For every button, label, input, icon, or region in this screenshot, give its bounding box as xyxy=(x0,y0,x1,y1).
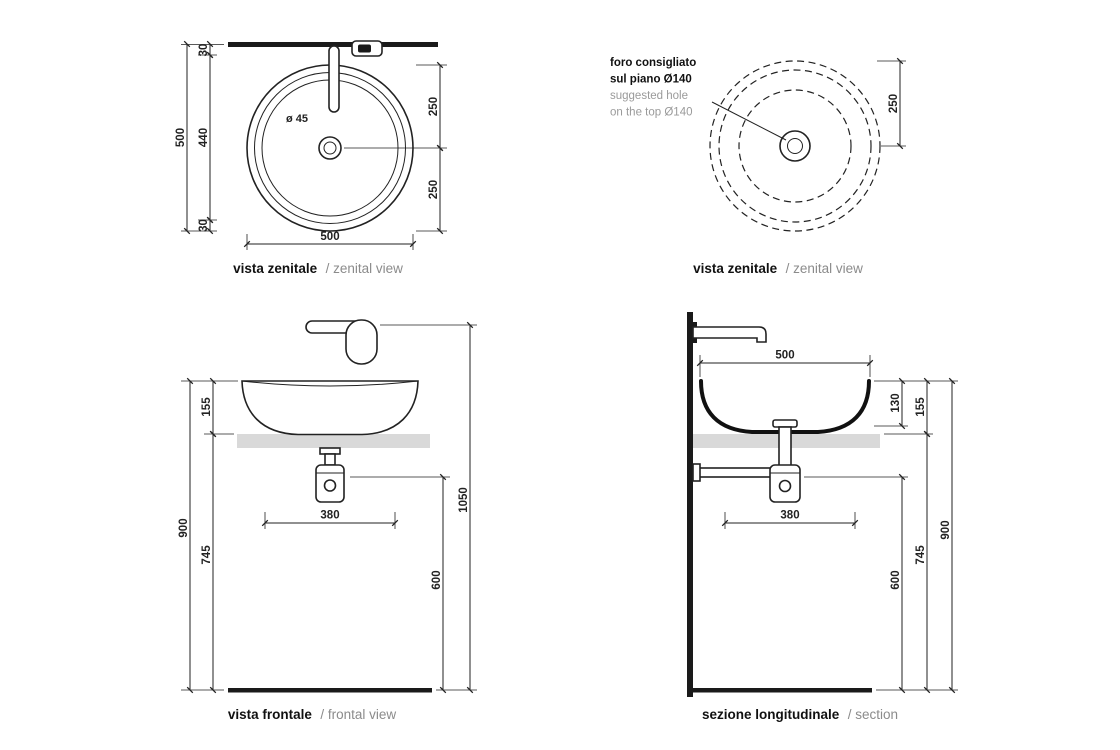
caption-rest: / zenital view xyxy=(326,261,404,276)
basin-front-view xyxy=(241,380,419,436)
caption-bold: vista zenitale xyxy=(693,261,778,276)
dim-label-250-bottom: 250 xyxy=(428,180,440,199)
faucet-top-view xyxy=(328,40,383,113)
dashed-circle-inner xyxy=(738,89,852,203)
dim-label-155: 155 xyxy=(201,397,213,417)
fr-extension-lines xyxy=(181,324,477,691)
dim-label-155: 155 xyxy=(915,397,927,417)
view-zenital-left: ø 45 500 30 440 30 250 250 500 xyxy=(175,40,447,277)
sc-dimension-lines xyxy=(696,359,956,694)
floor-line xyxy=(687,688,872,693)
dim-label-30-top: 30 xyxy=(198,44,210,57)
view-section: 500 130 600 155 745 900 380 sezione long… xyxy=(687,312,958,723)
faucet-section xyxy=(692,322,767,343)
dashed-circle-outer xyxy=(709,60,881,232)
drain-collar xyxy=(319,447,341,455)
wall-escutcheon xyxy=(692,463,701,482)
floor-line xyxy=(228,688,432,693)
note-en-line2: on the top Ø140 xyxy=(610,107,692,119)
note-en-line1: suggested hole xyxy=(610,90,688,102)
bottle-trap xyxy=(315,464,345,503)
suggested-hole-outer xyxy=(779,130,811,162)
wall-section xyxy=(687,312,693,697)
drain-pipe xyxy=(324,453,336,466)
caption-bold: vista frontale xyxy=(228,707,313,722)
dim-label-130: 130 xyxy=(890,393,902,412)
note-it-line1: foro consigliato xyxy=(610,57,696,69)
dashed-circle-middle xyxy=(718,69,872,223)
caption-zenital-right: vista zenitale / zenital view xyxy=(693,260,863,277)
dim-label-500: 500 xyxy=(775,350,794,362)
dim-label-600: 600 xyxy=(431,570,443,589)
caption-section: sezione longitudinale / section xyxy=(702,706,898,723)
suggested-hole-inner xyxy=(787,138,803,154)
bottle-trap xyxy=(769,464,801,503)
view-frontal: 900 155 745 600 1050 380 vista frontale … xyxy=(178,319,477,723)
countertop xyxy=(237,434,430,448)
drain-diameter-label: ø 45 xyxy=(286,113,308,125)
zl-extension-lines xyxy=(181,44,447,250)
basin-dashed-outline xyxy=(709,60,881,232)
drain-trap-section xyxy=(692,419,801,503)
dim-label-900: 900 xyxy=(178,518,190,537)
view-zenital-right: foro consigliato sul piano Ø140 suggeste… xyxy=(610,57,906,277)
dim-label-380: 380 xyxy=(780,510,799,522)
dim-label-900: 900 xyxy=(940,520,952,539)
caption-frontal: vista frontale / frontal view xyxy=(228,706,397,723)
waste-flange xyxy=(772,419,798,428)
faucet-spout xyxy=(328,45,340,113)
basin-outline xyxy=(241,380,419,436)
faucet-front-view xyxy=(305,319,378,365)
dim-label-500-bottom: 500 xyxy=(320,231,339,243)
drain-outer xyxy=(318,136,342,160)
dim-label-250-top: 250 xyxy=(428,97,440,116)
dim-label-600: 600 xyxy=(890,570,902,589)
dim-label-1050: 1050 xyxy=(458,487,470,513)
zl-dimension-lines xyxy=(183,40,444,248)
dim-label-745: 745 xyxy=(201,545,213,565)
caption-bold: sezione longitudinale xyxy=(702,707,840,722)
note-it-line2: sul piano Ø140 xyxy=(610,74,692,86)
caption-rest: / section xyxy=(848,707,898,722)
waste-pipe xyxy=(778,426,792,467)
dim-label-250: 250 xyxy=(888,94,900,113)
dim-label-440: 440 xyxy=(198,128,210,147)
caption-bold: vista zenitale xyxy=(233,261,318,276)
basin-rim-arc xyxy=(241,380,419,387)
caption-rest: / zenital view xyxy=(786,261,864,276)
caption-rest: / frontal view xyxy=(320,707,396,722)
dim-label-380: 380 xyxy=(320,510,339,522)
trap-cleanout xyxy=(778,479,792,493)
dim-label-30-bottom: 30 xyxy=(198,219,210,232)
faucet-detail xyxy=(358,44,371,53)
dim-label-745: 745 xyxy=(915,545,927,565)
trap-cleanout xyxy=(323,479,337,492)
faucet-spout xyxy=(692,326,767,343)
caption-zenital-left: vista zenitale / zenital view xyxy=(233,260,403,277)
drain-inner xyxy=(323,141,337,155)
wall-edge xyxy=(228,42,438,47)
outlet-pipe xyxy=(692,467,774,478)
faucet-body xyxy=(345,319,378,365)
fr-dimension-lines xyxy=(186,321,474,694)
leader-line xyxy=(711,101,787,141)
hole-note: foro consigliato sul piano Ø140 suggeste… xyxy=(610,57,696,119)
dim-label-500-left: 500 xyxy=(175,128,187,147)
drain-trap-front xyxy=(315,447,345,503)
